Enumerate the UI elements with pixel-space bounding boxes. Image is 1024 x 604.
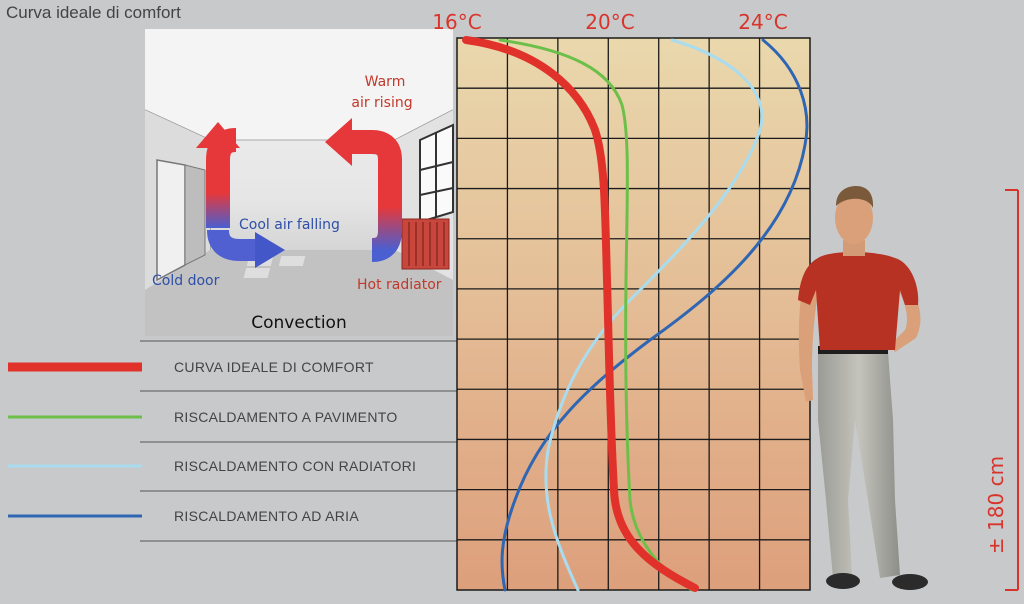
warm-air-label-2: air rising xyxy=(351,95,412,111)
cold-door-label: Cold door xyxy=(152,273,220,289)
svg-text:RISCALDAMENTO CON RADIATORI: RISCALDAMENTO CON RADIATORI xyxy=(174,458,416,474)
warm-air-label-1: Warm xyxy=(365,74,406,90)
convection-illustration: Warm air rising Cool air falling Cold do… xyxy=(144,29,454,336)
hot-radiator-label: Hot radiator xyxy=(357,277,442,293)
temperature-labels: 16°C 20°C 24°C xyxy=(432,10,787,34)
temperature-grid xyxy=(456,37,811,591)
door-icon xyxy=(156,159,206,282)
convection-title: Convection xyxy=(251,313,346,333)
cool-air-label: Cool air falling xyxy=(239,217,340,233)
svg-text:CURVA IDEALE DI COMFORT: CURVA IDEALE DI COMFORT xyxy=(174,359,374,375)
legend-item-radiators: RISCALDAMENTO CON RADIATORI xyxy=(8,458,416,474)
curves xyxy=(462,36,809,592)
legend-item-comfort: CURVA IDEALE DI COMFORT xyxy=(8,359,374,375)
radiator-icon xyxy=(401,218,450,270)
temperature-label: 20°C xyxy=(585,10,634,34)
chart-title: Curva ideale di comfort xyxy=(6,3,181,22)
temperature-label: 24°C xyxy=(738,10,787,34)
height-bracket: ± 180 cm xyxy=(984,189,1019,591)
legend-item-floor-heating: RISCALDAMENTO A PAVIMENTO xyxy=(8,409,398,425)
comfort-curve xyxy=(462,36,699,592)
air-heating-curve xyxy=(500,38,809,592)
floor-heating-curve xyxy=(498,38,694,592)
svg-text:RISCALDAMENTO AD ARIA: RISCALDAMENTO AD ARIA xyxy=(174,508,359,524)
radiator-curve xyxy=(544,38,764,592)
legend: CURVA IDEALE DI COMFORT RISCALDAMENTO A … xyxy=(8,359,416,524)
svg-text:RISCALDAMENTO A PAVIMENTO: RISCALDAMENTO A PAVIMENTO xyxy=(174,409,398,425)
legend-item-air-heating: RISCALDAMENTO AD ARIA xyxy=(8,508,359,524)
person-figure-icon xyxy=(798,186,928,590)
height-label: ± 180 cm xyxy=(984,456,1008,554)
temperature-label: 16°C xyxy=(432,10,481,34)
convection-arrow-icon xyxy=(196,118,402,268)
legend-separators xyxy=(140,340,457,542)
window-icon xyxy=(419,123,454,224)
